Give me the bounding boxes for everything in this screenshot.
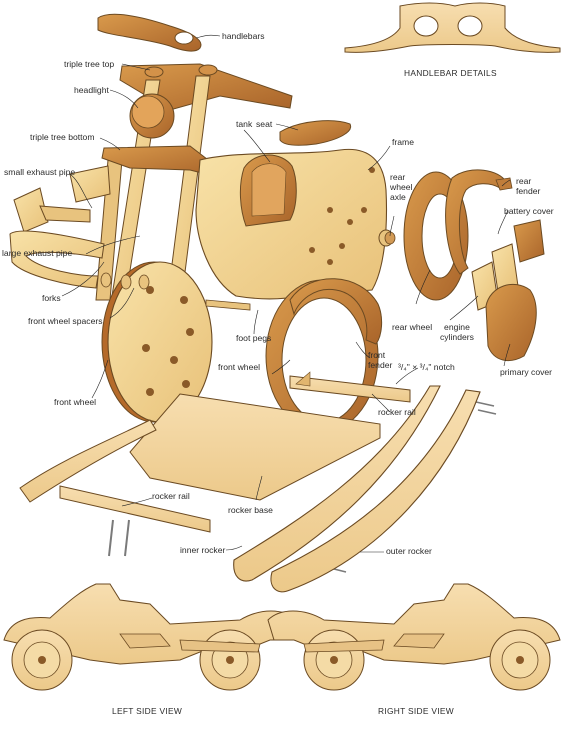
label-rear-fender: rear fender (516, 176, 541, 196)
label-triple-tree-top: triple tree top (64, 59, 115, 69)
label-front-wheel-center: front wheel (218, 362, 261, 372)
label-inner-rocker: inner rocker (180, 545, 226, 555)
label-primary-cover: primary cover (500, 367, 553, 377)
caption-left-side-view: LEFT SIDE VIEW (112, 706, 183, 716)
label-engine-cylinders: engine cylinders (440, 322, 474, 342)
front-wheel-spacers-part (100, 272, 150, 290)
caption-right-side-view: RIGHT SIDE VIEW (378, 706, 455, 716)
handlebar-detail-drawing (344, 2, 561, 53)
label-rocker-rail-right: rocker rail (378, 407, 416, 417)
label-triple-tree-bottom: triple tree bottom (30, 132, 95, 142)
label-foot-pegs: foot pegs (236, 333, 272, 343)
label-rear-wheel-axle: rear wheel axle (390, 172, 413, 202)
label-outer-rocker: outer rocker (386, 546, 432, 556)
label-small-exhaust-pipe: small exhaust pipe (4, 167, 76, 177)
seat-part (279, 120, 352, 146)
label-front-wheel-left: front wheel (54, 397, 97, 407)
label-frame: frame (392, 137, 414, 147)
label-notch: ³/₄" × ³/₄" notch (398, 362, 455, 372)
left-rocker-curve-part (19, 419, 157, 503)
front-fender-part (289, 278, 383, 345)
leader-lines (61, 34, 511, 553)
large-exhaust-pipe-part (9, 230, 105, 289)
left-side-view-drawing (3, 583, 297, 691)
outer-rocker-part (270, 389, 481, 593)
label-front-wheel-spacers: front wheel spacers (28, 316, 103, 326)
tank-part (239, 154, 297, 227)
label-seat: seat (256, 119, 273, 129)
label-rocker-base: rocker base (228, 505, 273, 515)
rocker-base-part (129, 393, 381, 501)
label-rear-wheel: rear wheel (392, 322, 433, 332)
label-front-fender: front fender (368, 350, 393, 370)
label-forks: forks (42, 293, 61, 303)
inner-rocker-part (233, 385, 441, 582)
rear-wheel-axle-part (378, 229, 396, 247)
headlight-part (129, 93, 175, 139)
right-side-view-drawing (267, 583, 561, 691)
front-wheel-part (101, 261, 213, 423)
label-tank: tank (236, 119, 253, 129)
battery-cover-part (513, 219, 545, 263)
label-handlebars: handlebars (222, 31, 265, 41)
label-large-exhaust-pipe: large exhaust pipe (2, 248, 73, 258)
rocker-rail-right-part (289, 371, 411, 403)
label-headlight: headlight (74, 85, 109, 95)
small-exhaust-pipe-part (13, 165, 111, 233)
label-rocker-rail-left: rocker rail (152, 491, 190, 501)
label-battery-cover: battery cover (504, 206, 554, 216)
primary-cover-part (485, 283, 537, 362)
rocker-rail-left-part (59, 485, 211, 533)
handlebars-part (97, 13, 202, 52)
caption-handlebar-details: HANDLEBAR DETAILS (404, 68, 497, 78)
